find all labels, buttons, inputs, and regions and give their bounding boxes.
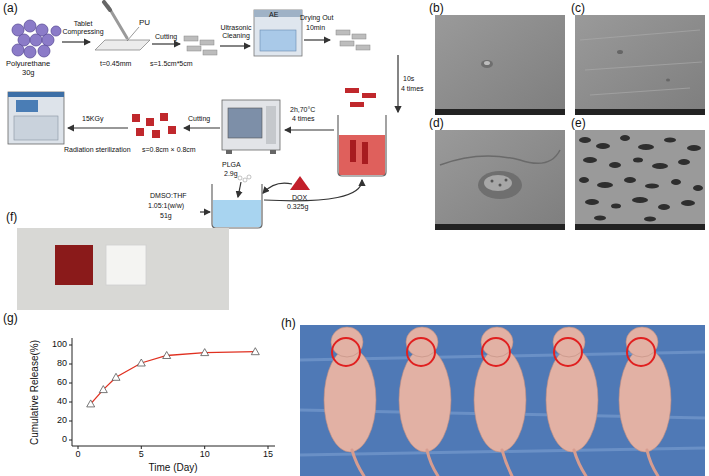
pu-strips [184,36,217,55]
dose-label: 15KGy [82,115,103,123]
oven [222,100,280,154]
dimension-label: s=1.5cm*5cm [150,60,193,68]
amount-label: 2.9g [224,170,238,178]
pellets [12,20,61,58]
tick-label: 60 [57,378,67,388]
sem-image [575,15,705,115]
tick-label: 40 [57,397,67,407]
tick-label: 15 [263,450,273,460]
axis-title: Cumulative Release(%) [29,339,40,444]
sem-image [435,130,565,230]
tick-label: 10 [200,450,210,460]
repeat-label: 4 times [401,85,424,93]
panel-label: (h) [281,317,296,329]
step-label: Cutting [155,33,177,41]
tick-label: 0 [76,450,81,460]
time-label: 10s [403,75,414,83]
part-label: AE [269,11,278,19]
amount-label: 51g [160,212,172,220]
panel-label: (d) [429,117,444,129]
step-label: Drying Out [300,14,333,22]
material-label: Polyurethane [6,60,50,68]
axis-title: Time (Day) [149,462,198,473]
tick-label: 100 [52,340,67,350]
tick-label: 20 [57,416,67,426]
process-arrows [62,40,398,212]
drug-beaker [338,88,386,176]
time-label: 10min [306,24,325,32]
step-label: Cutting [188,115,210,123]
tick-label: 80 [57,359,67,369]
image-panel: (b) [435,15,565,115]
tick-label: 5 [139,450,144,460]
image-panel: (e) [575,130,705,230]
dried-strips [336,30,370,50]
dimension-label: s=0.8cm × 0.8cm [142,146,196,154]
sem-image [575,130,705,230]
panel-label: (g) [3,312,18,325]
amount-label: 30g [22,69,35,77]
release-chart [69,338,275,449]
image-panel: (c) [575,15,705,115]
part-label: PU [139,19,150,28]
ultrasonic-cleaner [254,10,302,56]
sem-image [435,15,565,115]
tablet-press [95,2,150,50]
solvent-beaker [212,175,310,228]
sample-photo [17,228,229,310]
mice-photo [300,325,705,476]
solvent-label: DMSO:THF [150,192,187,200]
step-label: Tablet Compressing [62,20,104,35]
red-squares [132,113,176,138]
sterilizer [8,92,64,144]
amount-label: 0.325g [287,203,308,211]
material-label: DOX [292,194,307,202]
tick-label: 0 [62,435,67,445]
panel-label: (f) [6,211,17,223]
material-label: PLGA [222,161,241,169]
step-label: Radiation sterilization [64,146,131,154]
image-panel: (f) [17,228,229,310]
step-label: Ultrasonic Cleaning [218,24,254,39]
panel-label: (a) [3,2,18,15]
condition-label: 2h,70°C [290,106,315,114]
panel-label: (b) [429,2,444,14]
image-panel: (d) [435,130,565,230]
panel-label: (c) [571,2,585,14]
panel-label: (e) [571,117,586,129]
ratio-label: 1.05:1(w/w) [148,202,184,210]
image-panel: (h) [300,325,705,476]
repeat-label: 4 times [292,115,315,123]
dimension-label: t=0.45mm [100,60,131,68]
